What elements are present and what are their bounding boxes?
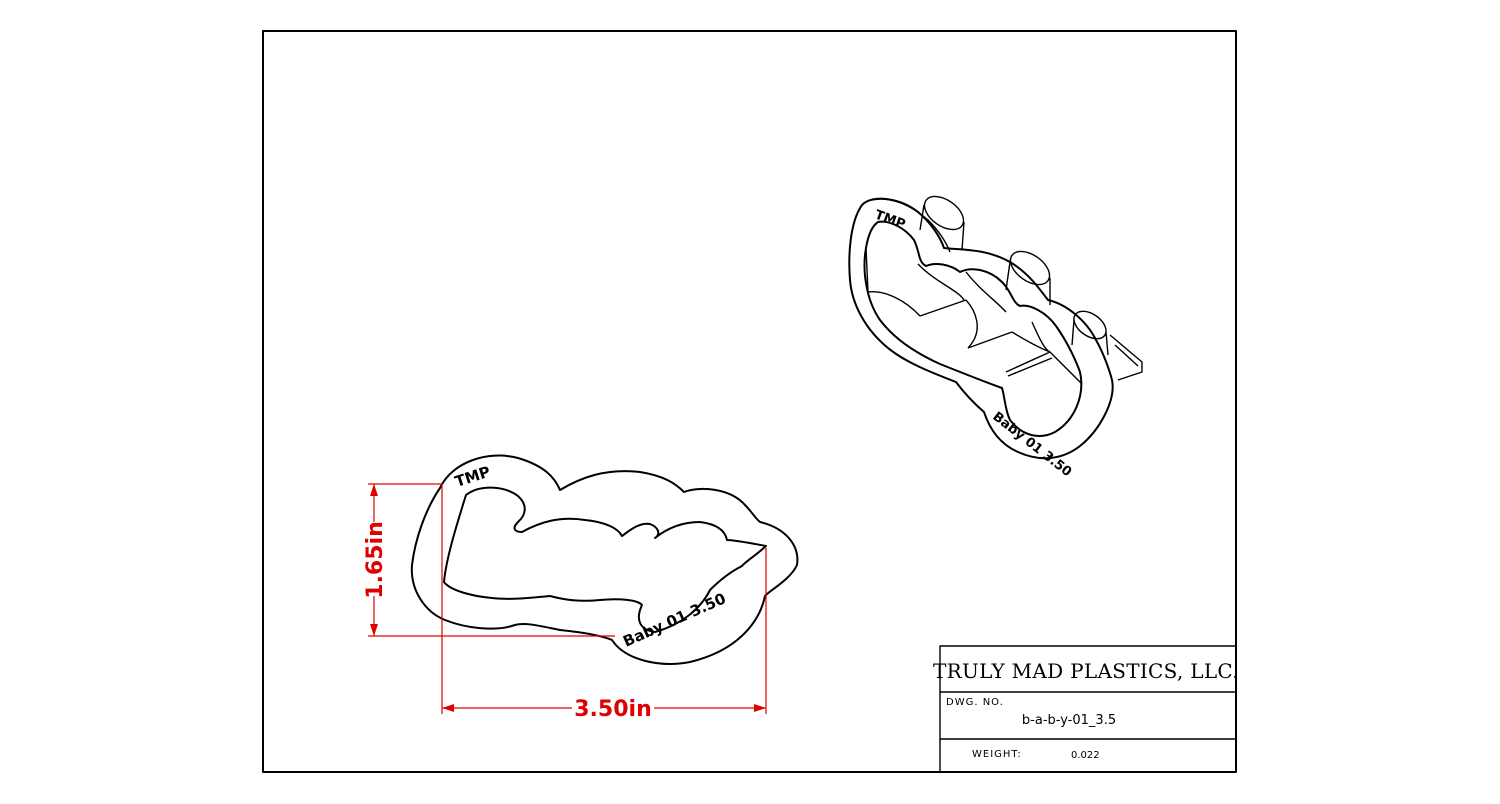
width-dimension-label: 3.50in (574, 697, 651, 722)
width-dimension: 3.50in (441, 484, 767, 722)
title-block-frame (939, 645, 1237, 773)
width-arrow-left (442, 704, 454, 712)
iso-brand-emboss-label: TMP (873, 208, 908, 233)
cutter-inner-outline (443, 486, 767, 633)
height-arrow-bottom (370, 624, 378, 636)
iso-inner-floor-7 (1007, 357, 1053, 377)
title-block: TRULY MAD PLASTICS, LLC. DWG. NO. b-a-b-… (933, 645, 1239, 773)
product-emboss-label: Baby 01 3.50 (620, 589, 728, 650)
iso-inner-wall-edge-1 (865, 247, 869, 293)
iso-outer-wall-edge (871, 198, 951, 253)
iso-product-emboss-label: Baby 01 3.50 (990, 409, 1075, 480)
cutter-outer-outline (410, 454, 799, 665)
iso-inner-floor-6 (1005, 351, 1051, 373)
dwg-no-value: b-a-b-y-01_3.5 (1022, 713, 1116, 728)
company-name: TRULY MAD PLASTICS, LLC. (933, 659, 1239, 683)
front-view: TMP Baby 01 3.50 (410, 454, 799, 665)
isometric-view: TMP Baby 01 3.50 (848, 195, 1143, 480)
iso-inner-curve-3 (1031, 321, 1051, 353)
width-arrow-right (754, 704, 766, 712)
sheet-border (262, 30, 1237, 773)
dwg-no-label: DWG. NO. (946, 697, 1004, 708)
height-arrow-top (370, 484, 378, 496)
iso-inner-curve-2 (965, 271, 1007, 313)
iso-inner-floor-8 (1049, 351, 1083, 385)
iso-inner-curve-1 (917, 263, 965, 301)
height-dimension-label: 1.65in (363, 521, 388, 598)
weight-value: 0.022 (1071, 750, 1100, 761)
iso-inner-floor-4 (967, 331, 1013, 349)
iso-inner-floor-1 (867, 291, 921, 317)
iso-inner-floor-5 (1011, 331, 1051, 353)
iso-outer-outline (848, 197, 1114, 460)
iso-inner-floor-3 (965, 299, 978, 349)
iso-inner-floor-2 (919, 299, 967, 317)
height-dimension: 1.65in (363, 483, 615, 637)
iso-inner-outline (863, 220, 1083, 437)
iso-back-bumps (919, 195, 1143, 381)
weight-label: WEIGHT: (972, 749, 1022, 760)
